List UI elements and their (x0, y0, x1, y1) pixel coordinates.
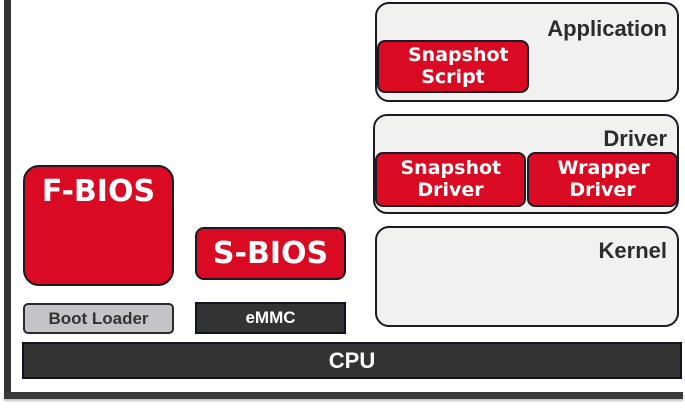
emmc-label: eMMC (245, 308, 296, 327)
kernel-layer: Kernel (375, 226, 679, 327)
snapshot-driver-block: Snapshot Driver (375, 152, 526, 207)
wrapper-driver-label: Wrapper Driver (557, 157, 650, 201)
fbios-block: F-BIOS (23, 165, 174, 286)
snapshot-script-block: Snapshot Script (377, 40, 529, 93)
driver-layer-label: Driver (603, 126, 667, 151)
boot-loader-label: Boot Loader (48, 308, 149, 328)
vertical-axis-line (4, 0, 11, 398)
fbios-label: F-BIOS (41, 174, 156, 209)
application-layer-label: Application (547, 16, 667, 41)
cpu-label: CPU (328, 347, 376, 373)
cpu-block: CPU (22, 342, 682, 379)
emmc-block: eMMC (195, 302, 346, 334)
horizontal-axis-line (4, 392, 683, 399)
sbios-block: S-BIOS (195, 227, 346, 280)
sbios-label: S-BIOS (212, 235, 329, 271)
snapshot-script-label: Snapshot Script (408, 44, 509, 88)
snapshot-driver-label: Snapshot Driver (400, 157, 502, 201)
boot-loader-block: Boot Loader (23, 303, 174, 334)
wrapper-driver-block: Wrapper Driver (527, 152, 678, 207)
kernel-layer-label: Kernel (598, 238, 667, 263)
